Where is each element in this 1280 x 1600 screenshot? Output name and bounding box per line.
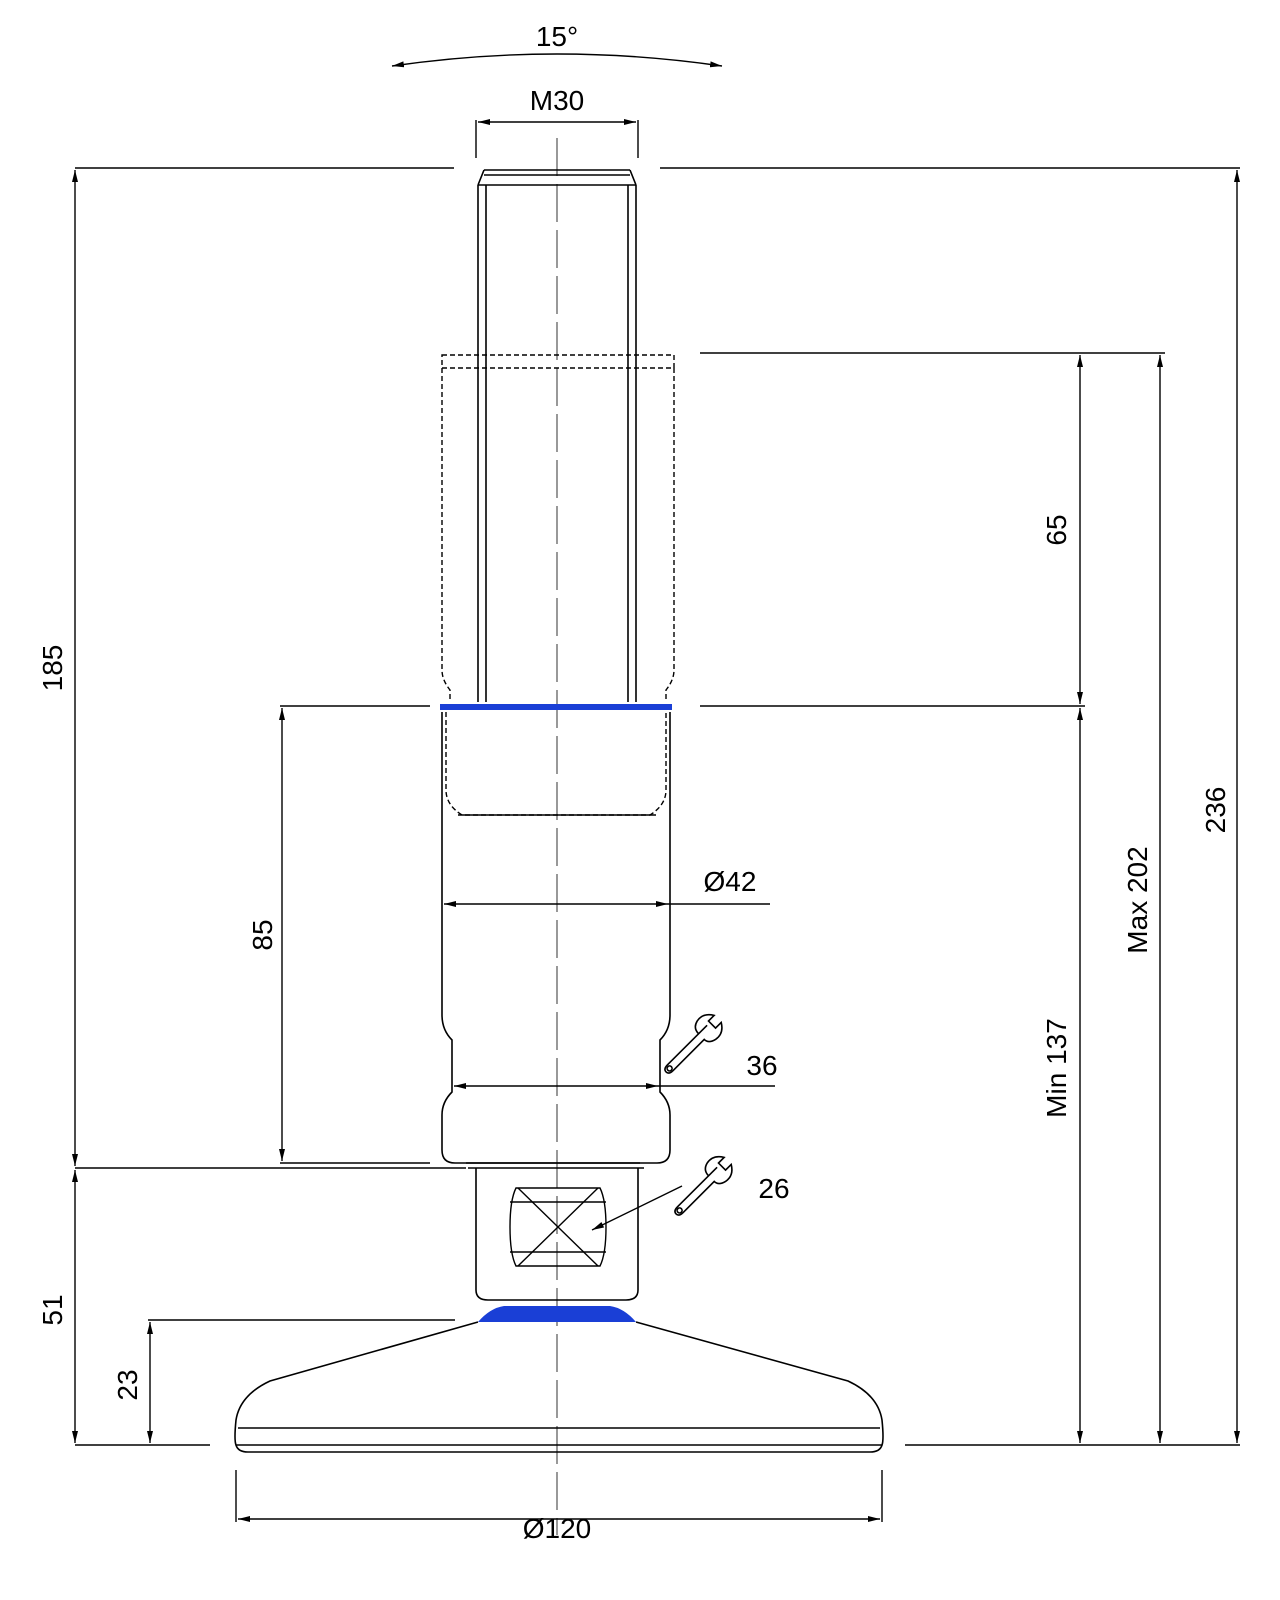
thread-label: M30 [530, 85, 584, 116]
wrench-36-label: 36 [746, 1050, 777, 1081]
hidden-extended-body [441, 354, 675, 702]
min-137-label: Min 137 [1041, 1018, 1072, 1118]
wrench-26-label: 26 [758, 1173, 789, 1204]
dia-120-label: Ø120 [523, 1513, 592, 1544]
extension-lines [75, 120, 1240, 1522]
wrench-icon [674, 1155, 733, 1216]
body-85-label: 85 [247, 919, 278, 950]
main-body [441, 712, 671, 1164]
wrench-icon [664, 1013, 723, 1074]
base-foot [234, 1321, 884, 1453]
dia-42-label: Ø42 [704, 866, 757, 897]
height-236-label: 236 [1200, 787, 1231, 834]
max-202-label: Max 202 [1122, 846, 1153, 953]
threaded-stud [477, 169, 637, 702]
neck-with-hex [466, 1162, 644, 1301]
height-185-label: 185 [37, 645, 68, 692]
dimension-lines [72, 53, 1240, 1522]
base-23-label: 23 [112, 1369, 143, 1400]
base-51-label: 51 [37, 1294, 68, 1325]
travel-65-label: 65 [1041, 514, 1072, 545]
angle-label: 15° [536, 21, 578, 52]
lower-seal-ring [478, 1306, 636, 1322]
